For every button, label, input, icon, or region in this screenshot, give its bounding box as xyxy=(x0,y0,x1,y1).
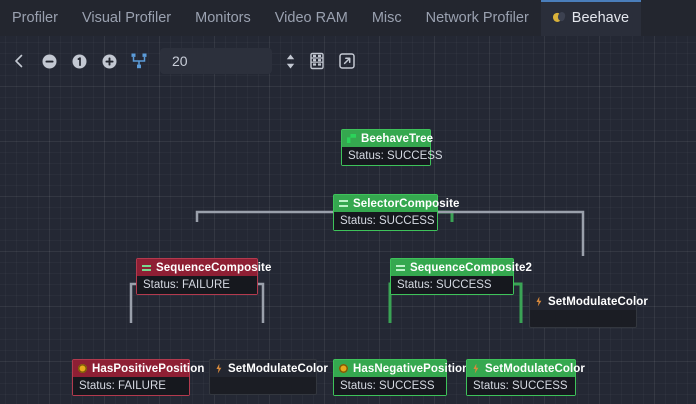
node-title: SetModulateColor xyxy=(548,295,648,308)
zoom-in-button[interactable] xyxy=(94,46,124,76)
tab-label: Profiler xyxy=(12,10,58,26)
bolt-icon xyxy=(216,363,222,374)
zoom-out-icon xyxy=(42,54,56,68)
node-status: Status: SUCCESS xyxy=(467,377,575,395)
debugger-tab-bar: Profiler Visual Profiler Monitors Video … xyxy=(0,0,696,36)
tab-monitors[interactable]: Monitors xyxy=(183,0,263,36)
node-title: HasPositivePosition xyxy=(92,362,205,375)
tree-node-sequence-composite[interactable]: SequenceComposite Status: FAILURE xyxy=(136,258,271,295)
tab-label: Monitors xyxy=(195,10,251,26)
tree-node-has-negative-position[interactable]: HasNegativePosition Status: SUCCESS xyxy=(333,359,469,396)
frame-spinbox[interactable]: 20 xyxy=(160,48,272,74)
tab-label: Video RAM xyxy=(274,10,348,26)
node-title: HasNegativePosition xyxy=(353,362,470,375)
tab-bar-filler xyxy=(641,0,696,36)
arrange-nodes-button[interactable] xyxy=(124,46,154,76)
node-header: SetModulateColor xyxy=(530,293,648,310)
node-title: SetModulateColor xyxy=(485,362,585,375)
zoom-in-icon xyxy=(102,54,116,68)
bolt-icon xyxy=(473,363,479,374)
node-status: Status: FAILURE xyxy=(137,276,257,294)
node-status: Status: FAILURE xyxy=(73,377,189,395)
tab-misc[interactable]: Misc xyxy=(360,0,414,36)
chevron-left-icon xyxy=(15,54,23,68)
zoom-out-button[interactable] xyxy=(34,46,64,76)
layers-icon xyxy=(310,52,324,70)
condition-icon xyxy=(339,364,348,373)
graph-toolbar: 20 xyxy=(0,36,696,86)
node-title: SelectorComposite xyxy=(353,197,460,210)
tab-label: Misc xyxy=(371,10,402,26)
node-header: SetModulateColor xyxy=(210,360,328,377)
tree-icon xyxy=(347,134,356,143)
tab-label: Visual Profiler xyxy=(81,10,172,26)
node-status: Status: SUCCESS xyxy=(342,147,443,165)
node-header: HasPositivePosition xyxy=(73,360,204,377)
arrange-nodes-icon xyxy=(131,53,147,69)
tab-label: Beehave xyxy=(571,10,630,26)
tree-node-set-modulate-color-right[interactable]: SetModulateColor xyxy=(529,292,648,328)
bolt-icon xyxy=(536,296,542,307)
node-title: SequenceComposite2 xyxy=(410,261,532,274)
tree-node-has-positive-position[interactable]: HasPositivePosition Status: FAILURE xyxy=(72,359,204,396)
node-status: Status: SUCCESS xyxy=(391,276,513,294)
tree-node-beehave-tree[interactable]: BeehaveTree Status: SUCCESS xyxy=(341,129,443,166)
open-external-button[interactable] xyxy=(332,46,362,76)
open-external-icon xyxy=(339,53,355,69)
node-status: Status: SUCCESS xyxy=(334,377,446,395)
selector-icon xyxy=(339,199,348,208)
tree-node-selector-composite[interactable]: SelectorComposite Status: SUCCESS xyxy=(333,194,459,231)
tab-beehave[interactable]: Beehave xyxy=(540,0,642,36)
back-button[interactable] xyxy=(4,46,34,76)
node-title: SetModulateColor xyxy=(228,362,328,375)
tree-node-set-modulate-color-left[interactable]: SetModulateColor xyxy=(209,359,328,395)
tab-visual-profiler[interactable]: Visual Profiler xyxy=(70,0,183,36)
node-title: SequenceComposite xyxy=(156,261,272,274)
tree-node-set-modulate-color-success[interactable]: SetModulateColor Status: SUCCESS xyxy=(466,359,585,396)
node-header: SelectorComposite xyxy=(334,195,459,212)
frame-spinner-arrows[interactable] xyxy=(278,47,302,75)
sequence-icon xyxy=(396,263,405,272)
tree-node-sequence-composite-2[interactable]: SequenceComposite2 Status: SUCCESS xyxy=(390,258,532,295)
node-header: SequenceComposite xyxy=(137,259,271,276)
node-status: Status: SUCCESS xyxy=(334,212,437,230)
node-header: SequenceComposite2 xyxy=(391,259,532,276)
tab-video-ram[interactable]: Video RAM xyxy=(263,0,360,36)
tab-profiler[interactable]: Profiler xyxy=(0,0,70,36)
node-header: BeehaveTree xyxy=(342,130,434,147)
sequence-icon xyxy=(142,263,151,272)
node-title: BeehaveTree xyxy=(361,132,434,145)
node-header: HasNegativePosition xyxy=(334,360,469,377)
frame-value: 20 xyxy=(172,53,188,69)
updown-arrows-icon xyxy=(286,54,294,68)
layers-button[interactable] xyxy=(302,46,332,76)
tab-network-profiler[interactable]: Network Profiler xyxy=(414,0,541,36)
zoom-reset-icon xyxy=(72,54,86,68)
bee-icon xyxy=(553,12,566,24)
tab-label: Network Profiler xyxy=(425,10,529,26)
node-header: SetModulateColor xyxy=(467,360,585,377)
zoom-reset-button[interactable] xyxy=(64,46,94,76)
condition-icon xyxy=(78,364,87,373)
behavior-tree-canvas[interactable]: BeehaveTree Status: SUCCESS SelectorComp… xyxy=(0,36,696,404)
